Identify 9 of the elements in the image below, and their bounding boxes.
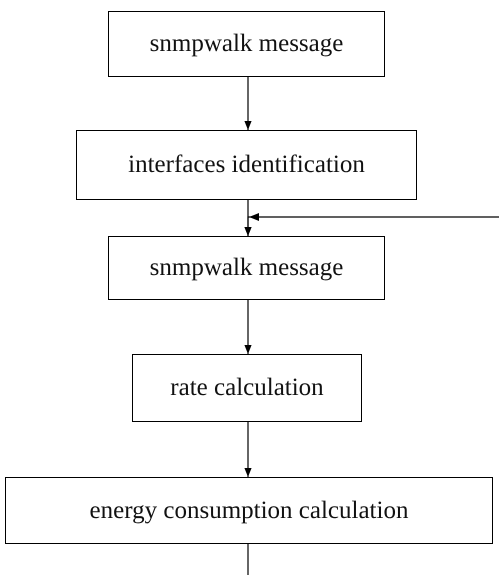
process-box: rate calculation bbox=[132, 354, 362, 422]
arrow bbox=[244, 300, 252, 354]
process-box: interfaces identification bbox=[76, 130, 417, 200]
process-box: snmpwalk message bbox=[108, 11, 385, 77]
arrow bbox=[244, 422, 252, 477]
process-box: energy consumption calculation bbox=[5, 477, 493, 544]
arrow bbox=[244, 77, 252, 130]
arrow bbox=[244, 213, 499, 236]
process-box: snmpwalk message bbox=[108, 236, 385, 300]
